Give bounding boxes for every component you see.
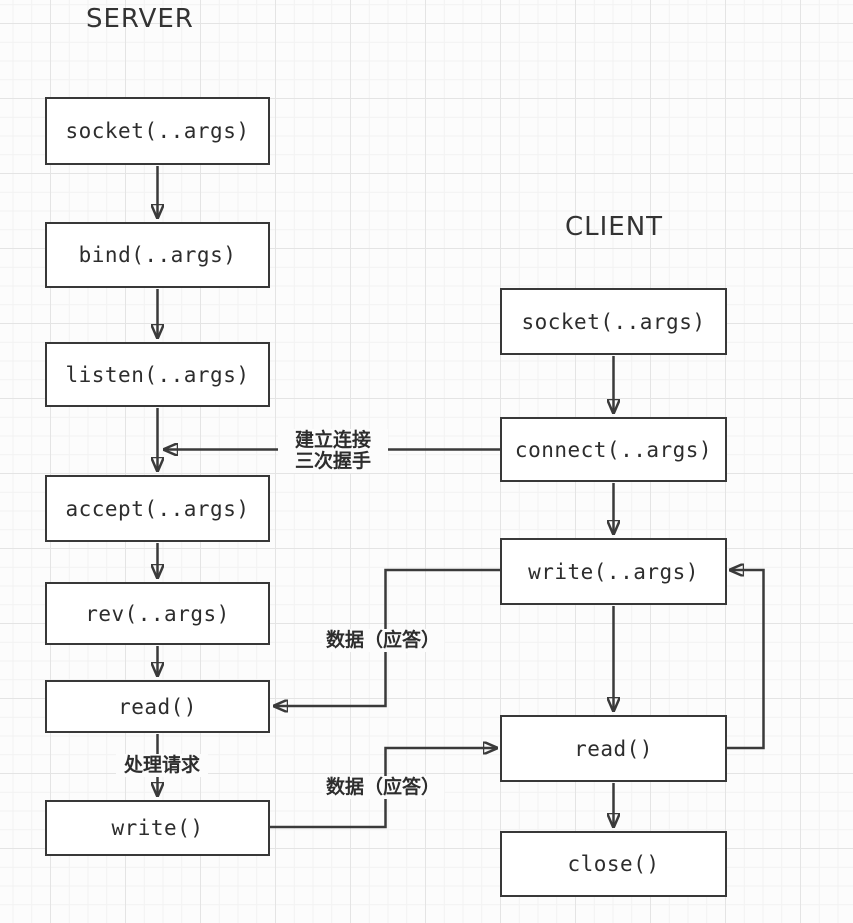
handshake-label: 建立连接 三次握手	[278, 429, 388, 473]
data-reply-bottom-label: 数据（应答）	[322, 776, 444, 799]
server-box-socket: socket(..args)	[45, 97, 270, 165]
edge-client-read-loop-to-write	[727, 570, 765, 750]
client-box-write: write(..args)	[500, 538, 727, 605]
server-box-write: write()	[45, 800, 270, 856]
client-box-socket: socket(..args)	[500, 288, 727, 355]
server-box-rev: rev(..args)	[45, 582, 270, 645]
process-request-label: 处理请求	[116, 754, 208, 777]
server-box-read: read()	[45, 680, 270, 733]
client-box-close: close()	[500, 831, 727, 897]
data-reply-top-label: 数据（应答）	[322, 629, 444, 652]
client-title: CLIENT	[565, 212, 664, 242]
client-box-read: read()	[500, 715, 727, 782]
server-box-listen: listen(..args)	[45, 342, 270, 407]
server-box-bind: bind(..args)	[45, 222, 270, 288]
client-box-connect: connect(..args)	[500, 417, 727, 482]
server-box-accept: accept(..args)	[45, 475, 270, 542]
server-title: SERVER	[86, 4, 194, 34]
handshake-label-line2: 三次握手	[294, 451, 371, 472]
handshake-label-line1: 建立连接	[294, 430, 371, 451]
